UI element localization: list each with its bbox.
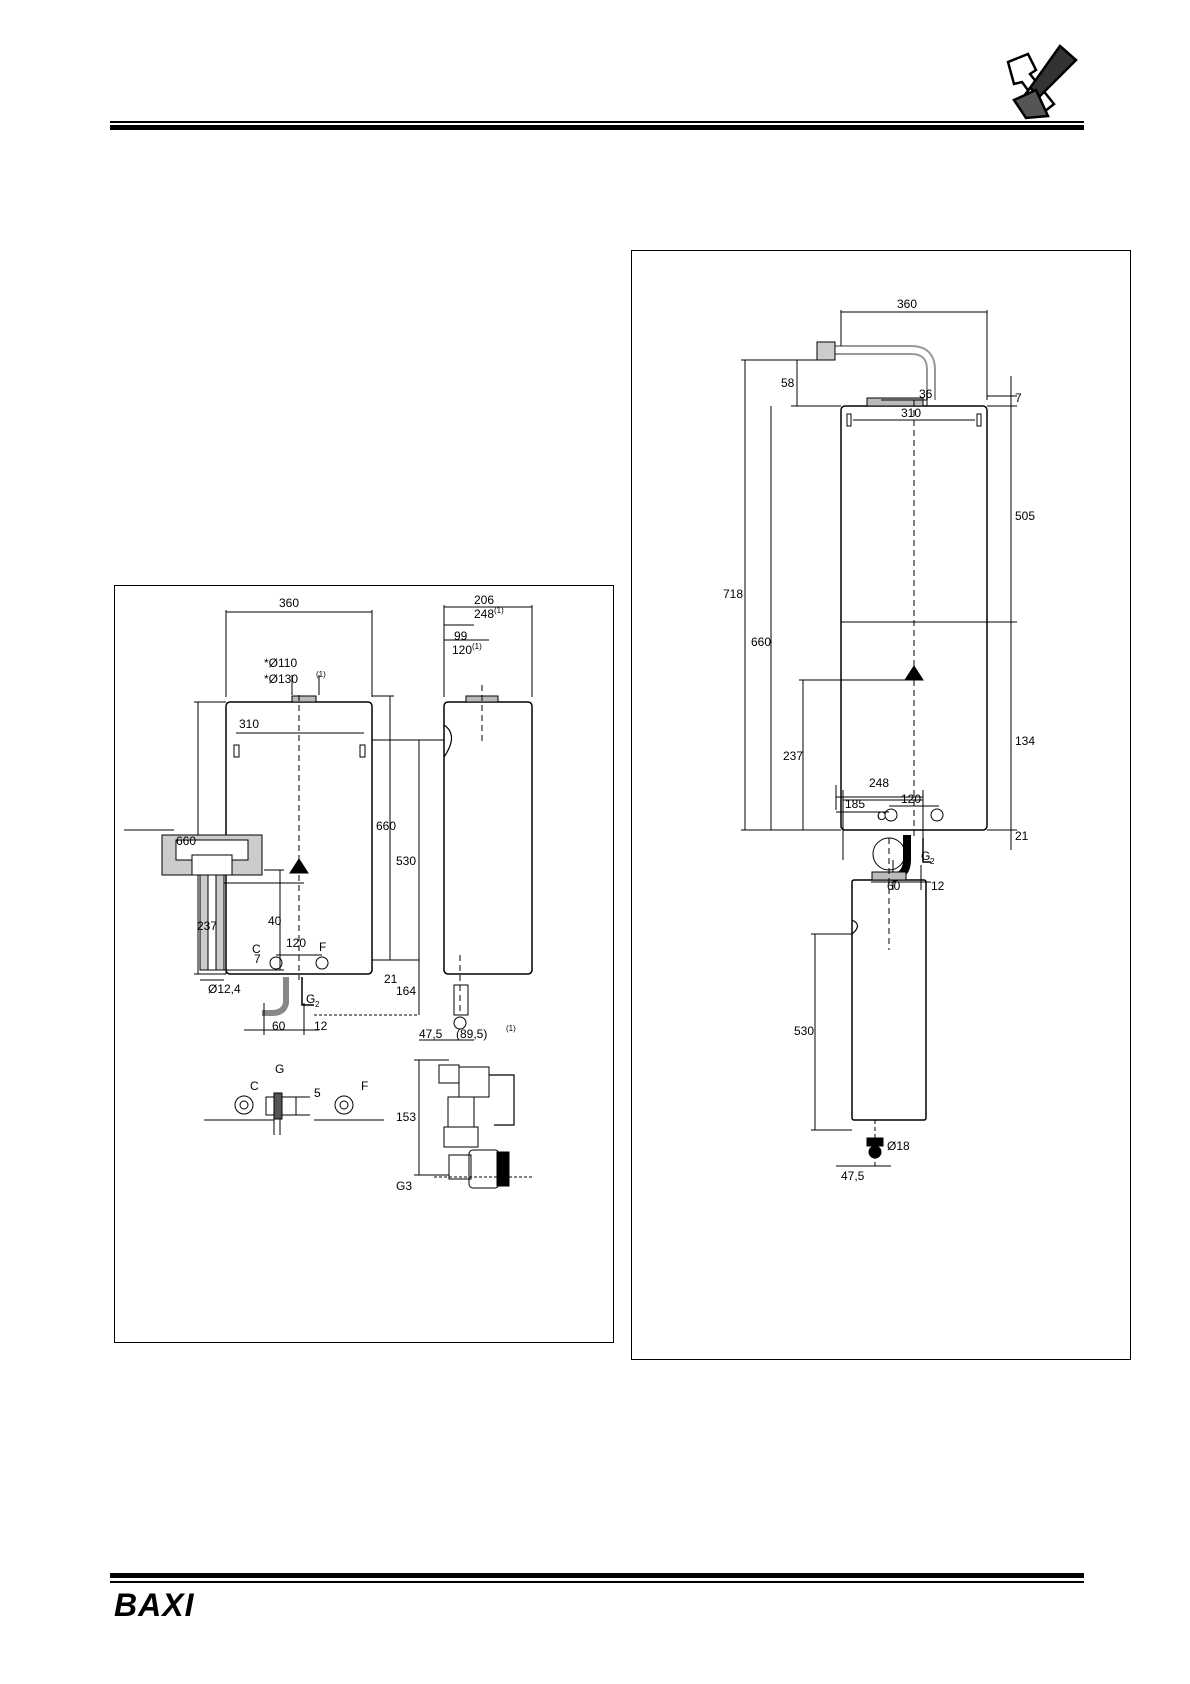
dim-height-right: 660 <box>376 819 396 833</box>
dim-21: 21 <box>384 972 398 986</box>
detail-dia-12-4: Ø12,4 <box>208 982 241 996</box>
rside-dia-18: Ø18 <box>887 1139 910 1153</box>
sup-1-b: (1) <box>494 606 504 615</box>
detail-dim-5: 5 <box>314 1086 321 1100</box>
rdim-60: 60 <box>887 879 901 893</box>
label-c: C <box>252 942 261 956</box>
figure-left-frame <box>114 585 614 1343</box>
header-rule-thick <box>110 125 1084 130</box>
detail-dim-40: 40 <box>268 914 282 928</box>
brand-logo: BAXI <box>114 1587 195 1623</box>
dim-connection-spacing: 120 <box>286 936 306 950</box>
rside-fixing-height: 530 <box>794 1024 814 1038</box>
rdim-height: 660 <box>751 635 771 649</box>
figure-right-frame <box>631 250 1131 1360</box>
label-g3: G3 <box>396 1179 412 1193</box>
rdim-connection-spacing: 120 <box>901 792 921 806</box>
figure-right-labels: 360 718 58 7 36 310 660 505 237 134 120 … <box>723 297 1035 1183</box>
dim-47-5: 47,5 <box>419 1027 443 1041</box>
rdim-12: 12 <box>931 879 945 893</box>
detail-label-f: F <box>361 1079 368 1093</box>
label-f: F <box>319 940 326 954</box>
rside-47-5: 47,5 <box>841 1169 865 1183</box>
dim-12: 12 <box>314 1019 328 1033</box>
header-rule-thin <box>110 121 1084 123</box>
rside-depth: 248 <box>869 776 889 790</box>
rdim-505: 505 <box>1015 509 1035 523</box>
rdim-flue-rise: 58 <box>781 376 795 390</box>
dim-connection-height: 237 <box>197 919 217 933</box>
dim-164: 164 <box>396 984 416 998</box>
dim-flue-offset: 99 <box>454 629 468 643</box>
label-g2: G <box>306 992 315 1006</box>
dim-89-5: (89,5) <box>456 1027 487 1041</box>
rdim-width: 360 <box>897 297 917 311</box>
dim-fixing-width: 310 <box>239 717 259 731</box>
dim-flue-dia-alt: *Ø130 <box>264 672 298 686</box>
rdim-fixing-width: 310 <box>901 406 921 420</box>
dim-height: 660 <box>176 834 196 848</box>
rlabel-g2-sub: 2 <box>930 857 935 866</box>
figure-left-drawing: 360 *Ø110 *Ø130 (1) 310 660 660 530 237 … <box>124 593 534 1193</box>
rdim-7: 7 <box>1015 391 1022 405</box>
rdim-21: 21 <box>1015 829 1029 843</box>
dim-fixing-height: 530 <box>396 854 416 868</box>
figure-left-labels: 360 *Ø110 *Ø130 (1) 310 660 660 530 237 … <box>176 593 516 1193</box>
rdim-total-height: 718 <box>723 587 743 601</box>
dim-depth: 206 <box>474 593 494 607</box>
sup-1-c: (1) <box>472 642 482 651</box>
figure-right-drawing: 360 718 58 7 36 310 660 505 237 134 120 … <box>723 297 1035 1183</box>
dim-flue-offset-alt: 120 <box>452 643 472 657</box>
rdim-134: 134 <box>1015 734 1035 748</box>
detail-label-c: C <box>250 1079 259 1093</box>
label-g2-sub: 2 <box>315 1000 320 1009</box>
dim-flue-dia: *Ø110 <box>264 656 297 670</box>
rdim-36: 36 <box>919 387 933 401</box>
detail-label-g: G <box>275 1062 284 1076</box>
rdim-connection-height: 237 <box>783 749 803 763</box>
footer-rule-thick <box>110 1573 1084 1578</box>
rside-flue-offset: 185 <box>845 797 865 811</box>
sup-1: (1) <box>316 670 326 679</box>
dim-depth-alt: 248 <box>474 607 494 621</box>
rlabel-c: C <box>877 809 886 823</box>
dim-153: 153 <box>396 1110 416 1124</box>
rlabel-g2: G <box>921 849 930 863</box>
wrench-screwdriver-icon <box>1000 40 1086 125</box>
detail-dim-7: 7 <box>254 952 261 966</box>
dim-width: 360 <box>279 596 299 610</box>
dim-60: 60 <box>272 1019 286 1033</box>
footer-rule-thin <box>110 1581 1084 1583</box>
sup-1-d: (1) <box>506 1024 516 1033</box>
